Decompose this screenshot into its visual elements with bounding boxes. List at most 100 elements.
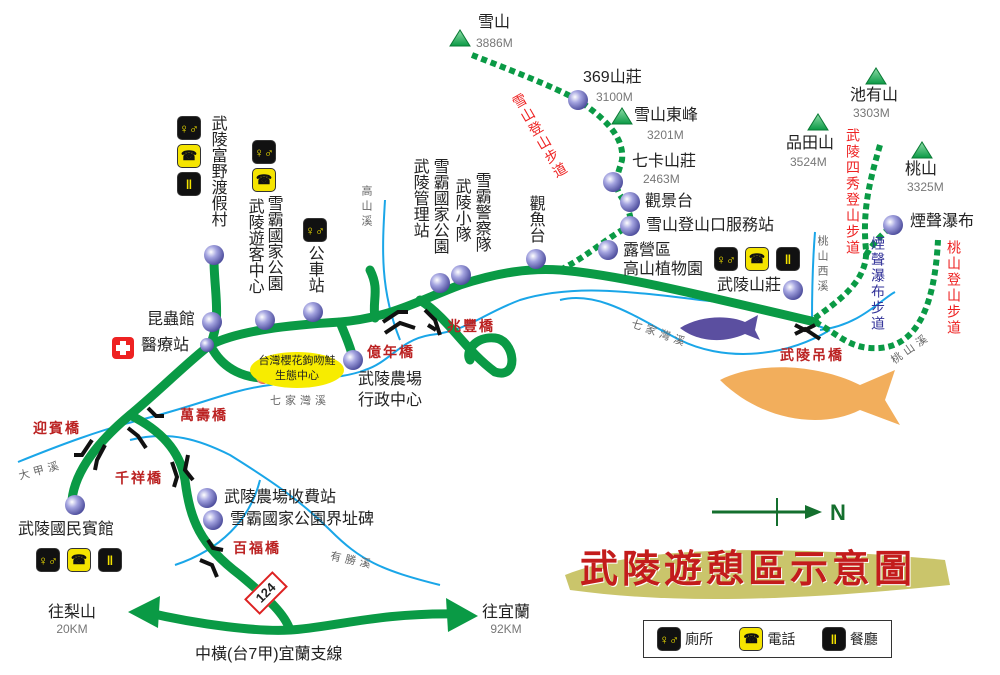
legend-label: 廁所	[685, 631, 714, 647]
label-bus-station: 公車站	[305, 245, 323, 293]
eco-center-line1: 台灣櫻花鉤吻鮭	[258, 355, 336, 367]
peak-icons	[449, 29, 933, 159]
station-marker	[526, 249, 546, 269]
label-qika-lodge: 七卡山莊	[632, 153, 697, 170]
phone-icon: ☎	[67, 548, 91, 572]
trail-label-waterfall: 煙聲瀑布步道	[870, 236, 886, 332]
station-marker	[883, 215, 903, 235]
peak-xueshan-east: 雪山東峰	[634, 107, 699, 124]
station-marker	[783, 280, 803, 300]
mountain-icon	[911, 141, 933, 159]
road-zhaofeng-loop	[415, 295, 517, 378]
title-banner	[565, 550, 950, 600]
trails	[470, 52, 941, 352]
direction-yilan-name: 往宜蘭	[482, 604, 531, 621]
peak-xueshan: 雪山	[478, 14, 511, 31]
bridge-suspension: 武陵吊橋	[780, 347, 844, 363]
restaurant-icon: ‖	[821, 627, 846, 651]
road-gaoshan	[365, 265, 380, 323]
rivers	[17, 199, 896, 586]
station-marker	[430, 273, 450, 293]
label-farm: 武陵農場	[358, 371, 423, 388]
peak-chiyou-elevation: 3303M	[853, 106, 890, 120]
phone-icon: ☎	[745, 247, 769, 271]
bridge-wanshou: 萬壽橋	[180, 407, 228, 423]
toilet-icon: ♀♂	[303, 218, 327, 242]
station-marker	[200, 338, 214, 352]
restaurant-icon: ‖	[177, 172, 201, 196]
river-label-gaoshan: 高山溪	[360, 185, 372, 230]
trail-waterfall	[863, 222, 895, 257]
trail-label-taoshan: 桃山登山步道	[946, 240, 962, 336]
station-marker	[343, 350, 363, 370]
station-marker	[568, 90, 588, 110]
river-taoshan	[819, 291, 896, 331]
legend-item-toilet: ♀♂廁所	[657, 627, 713, 651]
map-title: 武陵遊憩區示意圖	[580, 549, 917, 591]
station-marker	[603, 172, 623, 192]
toilet-icon: ♀♂	[36, 548, 60, 572]
river-gaoshan	[382, 199, 401, 341]
river-label-qijiawan: 七家灣溪	[270, 395, 330, 407]
station-marker	[204, 245, 224, 265]
legend-label: 餐廳	[849, 631, 878, 647]
river-taoshan-west	[811, 231, 816, 321]
peak-taoshan: 桃山	[905, 161, 938, 178]
river-qijiawan-east	[559, 297, 831, 355]
restaurant-icon: ‖	[776, 247, 800, 271]
station-markers	[65, 90, 903, 530]
peak-xueshan-east-elevation: 3201M	[647, 128, 684, 142]
label-369-lodge-elevation: 3100M	[596, 90, 633, 104]
toilet-icon: ♀♂	[714, 247, 738, 271]
label-police: 雪霸警察隊	[472, 172, 490, 252]
toilet-icon: ♀♂	[252, 140, 276, 164]
label-fish-platform: 觀魚台	[526, 195, 544, 243]
direction-yilan-distance: 92KM	[490, 622, 522, 636]
phone-icon: ☎	[739, 627, 764, 651]
peak-pintian-elevation: 3524M	[790, 155, 827, 169]
road-south	[125, 410, 295, 635]
trail-label-sixiu: 武陵四秀登山步道	[845, 128, 861, 256]
label-viewing-platform: 觀景台	[645, 193, 694, 210]
road-name: 中橫(台7甲)宜蘭支線	[195, 646, 343, 663]
station-marker	[451, 265, 471, 285]
label-mgmt-col1: 雪霸國家公園	[430, 158, 448, 254]
river-qijiawan	[129, 434, 441, 586]
mountain-icon	[865, 67, 887, 85]
trail-taoshan	[813, 239, 941, 352]
label-admin-center: 行政中心	[358, 392, 423, 409]
mountain-icon	[807, 113, 829, 131]
bridge-marks	[74, 308, 822, 578]
legend-item-phone: ☎電話	[739, 627, 795, 651]
label-mgmt-col2: 武陵管理站	[410, 158, 428, 238]
station-marker	[65, 495, 85, 515]
label-369-lodge: 369山莊	[583, 69, 642, 86]
label-insect-museum: 昆蟲館	[147, 311, 196, 328]
fish-purple-icon	[680, 315, 760, 341]
bridge-yingbin: 迎賓橋	[33, 420, 81, 436]
station-marker	[197, 488, 217, 508]
bridge-qianxiang: 千祥橋	[115, 470, 163, 486]
roads	[67, 255, 820, 635]
label-campground: 露營區	[623, 242, 672, 259]
label-wuling-squad: 武陵小隊	[452, 178, 470, 242]
river-label-taoshan-west: 桃山西溪	[816, 235, 828, 295]
bridge-yinian: 億年橋	[367, 344, 415, 360]
label-wuling-lodge: 武陵山莊	[717, 277, 782, 294]
trail-xueshan	[470, 52, 634, 273]
eco-center-line2: 生態中心	[275, 370, 319, 382]
legend-item-restaurant: ‖餐廳	[821, 627, 878, 651]
label-fuye-resort: 武陵富野渡假村	[208, 115, 226, 227]
mountain-icon	[611, 107, 633, 125]
road-cross	[140, 607, 465, 635]
label-alpine-garden: 高山植物園	[623, 261, 704, 278]
arrow-right	[446, 598, 478, 632]
station-marker	[620, 216, 640, 236]
direction-lishan-name: 往梨山	[48, 604, 97, 621]
label-trailhead-station: 雪山登山口服務站	[646, 217, 775, 234]
legend: ♀♂廁所 ☎電話 ‖餐廳	[643, 620, 892, 658]
label-waterfall: 煙聲瀑布	[910, 213, 975, 230]
label-guesthouse: 武陵國民賓館	[18, 521, 115, 538]
